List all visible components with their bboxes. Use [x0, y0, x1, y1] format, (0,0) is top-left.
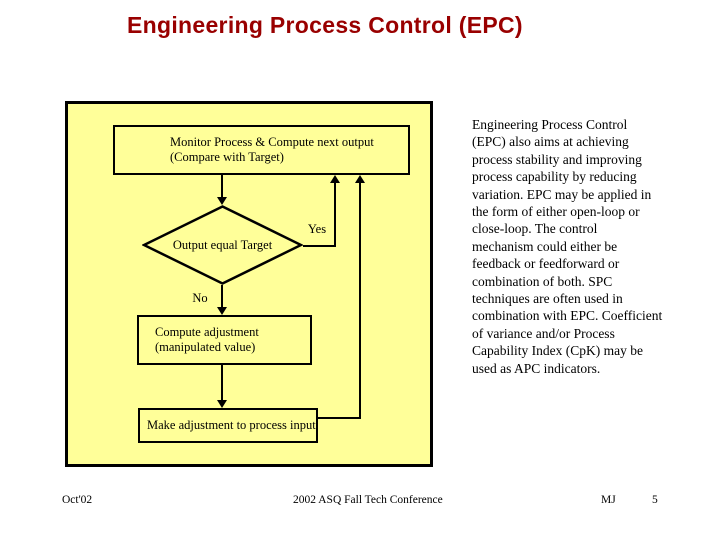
decision-diamond-shape [142, 205, 303, 285]
make-box-label: Make adjustment to process input [147, 417, 316, 432]
connector-feedback-horizontal [318, 417, 361, 419]
page-title: Engineering Process Control (EPC) [127, 12, 523, 38]
connector-decision-to-compute [221, 285, 223, 307]
flowchart-box-monitor: Monitor Process & Compute next output (C… [113, 125, 410, 175]
footer-page-number: 5 [652, 494, 658, 506]
decision-no-label: No [192, 291, 208, 305]
decision-label: Output equal Target [172, 237, 273, 252]
flowchart-box-make: Make adjustment to process input [138, 408, 318, 443]
connector-yes-horizontal [303, 245, 336, 247]
flowchart-box-compute: Compute adjustment (manipulated value) [137, 315, 312, 365]
connector-yes-vertical [334, 183, 336, 247]
compute-box-line1: Compute adjustment [155, 324, 259, 339]
compute-box-line2: (manipulated value) [155, 340, 256, 354]
monitor-box-line1: Monitor Process & Compute next output [170, 134, 374, 149]
decision-yes-label: Yes [307, 222, 327, 236]
connector-feedback-vertical [359, 183, 361, 419]
arrowhead-down-icon [217, 400, 227, 408]
arrowhead-up-icon [355, 175, 365, 183]
footer-conference: 2002 ASQ Fall Tech Conference [293, 494, 443, 506]
footer-author: MJ [601, 494, 616, 506]
arrowhead-up-icon [330, 175, 340, 183]
connector-compute-to-make [221, 365, 223, 400]
footer-date: Oct'02 [62, 494, 93, 506]
flowchart-canvas: Monitor Process & Compute next output (C… [65, 101, 433, 467]
arrowhead-down-icon [217, 197, 227, 205]
arrowhead-down-icon [217, 307, 227, 315]
connector-monitor-to-decision [221, 175, 223, 198]
monitor-box-line2: (Compare with Target) [170, 150, 284, 164]
body-text: Engineering Process Control (EPC) also a… [472, 117, 663, 376]
